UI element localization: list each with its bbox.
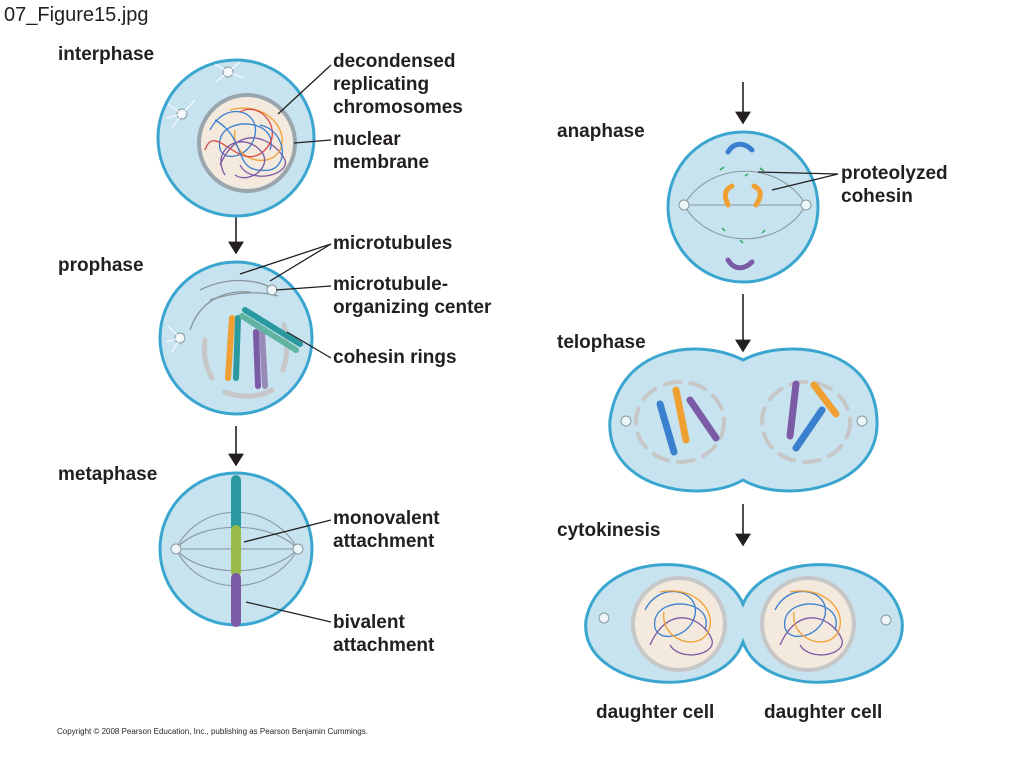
nucleus-right bbox=[760, 576, 856, 672]
leader-lines bbox=[239, 64, 839, 623]
label-nuclear-membrane: nuclear membrane bbox=[333, 128, 429, 174]
leader-mtoc bbox=[275, 285, 332, 291]
label-mtoc: microtubule- organizing center bbox=[333, 273, 491, 319]
label-bivalent-attachment: bivalent attachment bbox=[333, 611, 434, 657]
cell-body bbox=[666, 130, 820, 284]
stage-arrows bbox=[228, 82, 751, 547]
leader-proteolyzed-2 bbox=[771, 173, 839, 191]
file-title: 07_Figure15.jpg bbox=[4, 4, 149, 26]
label-line: replicating bbox=[333, 74, 430, 95]
centrosome-right bbox=[880, 614, 892, 626]
centrosome-right bbox=[856, 415, 868, 427]
centrosome-left bbox=[678, 199, 690, 211]
centrosome-top bbox=[214, 61, 245, 83]
leader-nuclear-membrane bbox=[293, 139, 332, 144]
centrosome-right bbox=[292, 543, 304, 555]
cell-anaphase bbox=[666, 130, 820, 284]
label-line: monovalent bbox=[333, 508, 440, 529]
centrosome-left bbox=[620, 415, 632, 427]
leader-bivalent bbox=[245, 601, 332, 623]
reforming-nuclear-membranes bbox=[634, 380, 852, 464]
centrosome-left bbox=[165, 99, 196, 129]
cell-body bbox=[608, 347, 879, 493]
label-proteolyzed-cohesin: proteolyzed cohesin bbox=[841, 162, 948, 208]
stage-telophase: telophase bbox=[557, 332, 646, 353]
stage-interphase: interphase bbox=[58, 44, 155, 65]
cell-metaphase bbox=[158, 471, 314, 627]
label-monovalent-attachment: monovalent attachment bbox=[333, 507, 440, 553]
label-line: decondensed bbox=[333, 51, 456, 72]
label-daughter-cell-left: daughter cell bbox=[596, 702, 715, 723]
cell-cytokinesis bbox=[584, 563, 904, 684]
label-decondensed-chromosomes: decondensed replicating chromosomes bbox=[333, 50, 463, 119]
cell-prophase bbox=[158, 260, 314, 416]
centrosome-left bbox=[165, 325, 186, 353]
centrosome-right bbox=[266, 284, 278, 296]
cohesin-fragments bbox=[719, 166, 766, 244]
nucleus-left bbox=[631, 576, 727, 672]
stage-metaphase: metaphase bbox=[58, 464, 158, 485]
copyright-notice: Copyright © 2008 Pearson Education, Inc.… bbox=[57, 727, 368, 736]
chromosomes-right bbox=[786, 380, 840, 452]
label-microtubules: microtubules bbox=[333, 233, 453, 254]
label-line: membrane bbox=[333, 152, 430, 173]
cell-telophase bbox=[608, 347, 879, 493]
chromatin bbox=[204, 107, 286, 179]
label-line: microtubule- bbox=[333, 274, 449, 295]
centrosome-left bbox=[170, 543, 182, 555]
centrosome-right bbox=[800, 199, 812, 211]
label-line: cohesin bbox=[841, 186, 913, 207]
label-line: bivalent bbox=[333, 612, 405, 633]
separating-chromatids bbox=[722, 141, 763, 271]
label-line: attachment bbox=[333, 531, 435, 552]
label-cohesin-rings: cohesin rings bbox=[333, 347, 457, 368]
chromosomes-left bbox=[656, 386, 720, 456]
chromosome-orange-teal bbox=[225, 315, 241, 381]
label-line: attachment bbox=[333, 635, 435, 656]
label-line: organizing center bbox=[333, 297, 492, 318]
spindle-fibers bbox=[683, 170, 807, 240]
leader-decondensed bbox=[277, 64, 332, 115]
stage-cytokinesis: cytokinesis bbox=[557, 520, 661, 541]
leader-microtubules-1 bbox=[239, 243, 332, 275]
chromosome-teal-diagonal bbox=[239, 307, 303, 353]
leader-microtubules-2 bbox=[269, 243, 332, 282]
label-line: chromosomes bbox=[333, 97, 463, 118]
centrosome-left bbox=[598, 612, 610, 624]
label-line: nuclear bbox=[333, 129, 401, 150]
label-line: proteolyzed bbox=[841, 163, 948, 184]
stage-anaphase: anaphase bbox=[557, 121, 645, 142]
leader-proteolyzed-1 bbox=[757, 171, 839, 175]
leader-monovalent bbox=[243, 519, 332, 543]
cell-interphase bbox=[156, 58, 316, 218]
leader-cohesin-rings bbox=[286, 331, 332, 359]
stage-prophase: prophase bbox=[58, 255, 144, 276]
chromatin-right bbox=[774, 590, 843, 656]
label-daughter-cell-right: daughter cell bbox=[764, 702, 883, 723]
chromosome-purple bbox=[253, 329, 268, 389]
chromatin-left bbox=[644, 590, 713, 656]
